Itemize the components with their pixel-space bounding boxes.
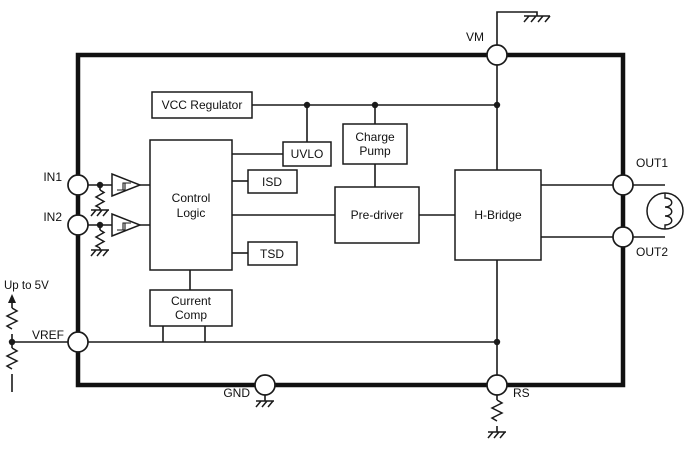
block-charge-pump: Charge Pump [342, 123, 408, 165]
block-isd-label: ISD [262, 175, 282, 189]
pin-out1: OUT1 [612, 156, 668, 196]
junction-dot [96, 221, 104, 229]
block-control-logic-label-line2: Logic [177, 206, 206, 220]
supply-arrow-icon [8, 294, 16, 303]
schmitt-buffers [111, 172, 143, 238]
block-vcc-regulator-label: VCC Regulator [162, 98, 243, 112]
block-uvlo-label: UVLO [291, 147, 324, 161]
wire-outs-to-motor [633, 184, 665, 238]
block-tsd-box [247, 241, 298, 266]
junction-dots [8, 101, 501, 346]
external-wires [11, 11, 665, 432]
junction-dot [8, 338, 16, 346]
junction-dot [371, 101, 379, 109]
pin-gnd-label: GND [223, 386, 250, 400]
pin-out2-label: OUT2 [636, 245, 668, 259]
block-pre-driver-box [334, 186, 420, 244]
resistor-icon-rs [490, 399, 504, 422]
pin-in1-label: IN1 [43, 170, 62, 184]
pin-vref-pad [67, 331, 89, 353]
block-charge-pump-label-line1: Charge [355, 130, 395, 144]
block-h-bridge-label: H-Bridge [474, 208, 522, 222]
pin-vm-label: VM [466, 30, 484, 44]
block-uvlo: UVLO [282, 141, 332, 167]
block-isd-box [247, 169, 298, 194]
resistor-icon-divider-top [5, 307, 19, 330]
schmitt-buffer-icon-in1 [111, 172, 143, 198]
pin-in1-pad [67, 174, 89, 196]
block-h-bridge-box [454, 169, 542, 261]
grounds [90, 15, 551, 439]
block-charge-pump-label-line2: Pump [359, 144, 391, 158]
block-current-comp-label-line2: Comp [175, 308, 207, 322]
block-pre-driver-label: Pre-driver [351, 208, 404, 222]
block-vcc-regulator-box [151, 91, 253, 119]
block-vcc-regulator: VCC Regulator [151, 91, 253, 119]
motor-icon [646, 192, 684, 230]
ground-icon-in1 [90, 209, 109, 217]
wire-vm-decoupling [496, 11, 538, 45]
block-tsd: TSD [247, 241, 298, 266]
block-charge-pump-box [342, 123, 408, 165]
pin-in2: IN2 [43, 210, 89, 236]
block-control-logic: Control Logic [149, 139, 233, 271]
block-h-bridge: H-Bridge [454, 169, 542, 261]
pin-out1-label: OUT1 [636, 156, 668, 170]
block-uvlo-box [282, 141, 332, 167]
ground-icon-rs [487, 431, 506, 439]
vref-supply-annotation: Up to 5V [4, 280, 49, 292]
wire-currentcomp-taps [162, 326, 206, 342]
pin-vm: VM [466, 30, 508, 66]
pin-rs-pad [486, 374, 508, 396]
pin-rs-label: RS [513, 386, 530, 400]
motor-coil-icon [664, 193, 673, 229]
block-control-logic-label-line1: Control [172, 191, 211, 205]
ground-icon-vm [523, 15, 551, 23]
pin-out2-pad [612, 226, 634, 248]
wire-vref-divider [11, 303, 68, 392]
block-isd: ISD [247, 169, 298, 194]
pin-in2-pad [67, 214, 89, 236]
resistor-icon-in1-pulldown [94, 189, 106, 209]
pin-in1: IN1 [43, 170, 89, 196]
resistors [5, 189, 504, 422]
junction-dot [303, 101, 311, 109]
resistor-icon-divider-bottom [5, 347, 19, 370]
pin-gnd: GND [223, 374, 276, 400]
schmitt-buffer-icon-in2 [111, 212, 143, 238]
pin-in2-label: IN2 [43, 210, 62, 224]
junction-dot [96, 181, 104, 189]
ground-icon-in2 [90, 249, 109, 257]
hysteresis-glyph-in2 [117, 222, 131, 231]
pin-out1-pad [612, 174, 634, 196]
block-current-comp-box [149, 289, 233, 327]
pin-vref: VREF [32, 328, 89, 353]
ground-icon-gnd [255, 400, 274, 408]
hysteresis-glyph-in1 [117, 182, 131, 191]
pin-vref-label: VREF [32, 328, 64, 342]
pin-out2: OUT2 [612, 226, 668, 259]
block-pre-driver: Pre-driver [334, 186, 420, 244]
pin-gnd-pad [254, 374, 276, 396]
block-control-logic-box [149, 139, 233, 271]
block-current-comp: Current Comp [149, 289, 233, 327]
pin-vm-pad [486, 44, 508, 66]
pin-rs: RS [486, 374, 530, 400]
junction-dot [493, 101, 501, 109]
block-current-comp-label-line1: Current [171, 294, 212, 308]
block-tsd-label: TSD [260, 247, 284, 261]
junction-dot [493, 338, 501, 346]
resistor-icon-in2-pulldown [94, 229, 106, 249]
